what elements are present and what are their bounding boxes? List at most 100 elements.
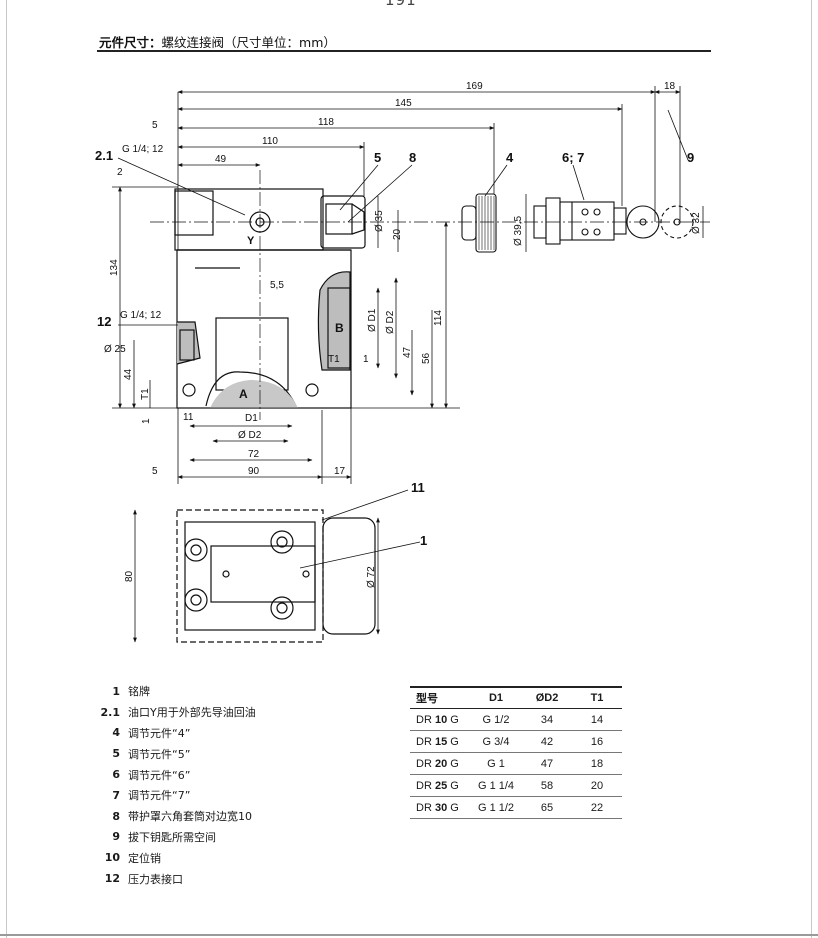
dim-18: 18 bbox=[664, 81, 676, 92]
dim-118: 118 bbox=[318, 117, 334, 128]
port-a-window bbox=[215, 317, 289, 391]
cell-d1: G 1 bbox=[470, 752, 522, 775]
dim-d1: Ø D1 bbox=[367, 308, 378, 332]
leader-9 bbox=[667, 109, 689, 161]
port-b-bore bbox=[327, 287, 351, 369]
table-row: DR 25 G G 1 1/4 58 20 bbox=[410, 774, 622, 797]
dim-56: 56 bbox=[421, 352, 432, 364]
adjust-cap-inner bbox=[325, 203, 353, 235]
spec-table: 型号 D1 ØD2 T1 DR 10 G G 1/2 34 14 DR 15 G… bbox=[410, 686, 622, 819]
port-a-cut bbox=[205, 371, 297, 407]
technical-drawing: 169 145 118 110 49 18 5 5 2 5,5 Ø 25 G 1… bbox=[95, 81, 710, 643]
dim-t1-left: T1 bbox=[140, 388, 151, 400]
legend-item: 10 定位销 bbox=[92, 847, 392, 868]
dim-47: 47 bbox=[402, 346, 413, 358]
page-title: 元件尺寸：螺纹连接阀（尺寸单位：mm） bbox=[99, 32, 336, 51]
cell-t1: 22 bbox=[572, 796, 622, 819]
dim-5-5: 5,5 bbox=[270, 280, 284, 291]
legend-num: 6 bbox=[112, 768, 120, 782]
legend-text: 调节元件“5” bbox=[128, 747, 191, 761]
page-number: 191 bbox=[385, 0, 417, 9]
legend-text: 调节元件“6” bbox=[128, 768, 191, 782]
legend-text: 油口Y用于外部先导油回油 bbox=[128, 706, 256, 720]
legend-item: 6 调节元件“6” bbox=[92, 764, 392, 785]
legend-num: 8 bbox=[112, 809, 120, 823]
cell-d1: G 1/2 bbox=[470, 708, 522, 731]
callout-1: 1 bbox=[420, 533, 427, 548]
callout-9: 9 bbox=[687, 150, 694, 165]
dim-g14-left: G 1/4; 12 bbox=[120, 310, 162, 321]
legend-text: 定位销 bbox=[128, 851, 161, 865]
callout-5: 5 bbox=[374, 150, 381, 165]
top-view bbox=[133, 509, 380, 643]
callout-12: 12 bbox=[97, 314, 111, 329]
dim-11: 11 bbox=[183, 412, 194, 423]
dim-2: 2 bbox=[117, 167, 123, 178]
dim-d2-bottom: Ø D2 bbox=[238, 430, 262, 441]
dim-t1-right: T1 bbox=[328, 354, 340, 365]
cell-t1: 16 bbox=[572, 730, 622, 753]
dim-39-5: Ø 39,5 bbox=[513, 216, 524, 246]
col-header-d1: D1 bbox=[470, 686, 522, 709]
dim-5-bottom: 5 bbox=[152, 466, 158, 477]
leader-2-1 bbox=[117, 157, 246, 216]
cell-d2: 65 bbox=[522, 796, 572, 819]
cell-t1: 14 bbox=[572, 708, 622, 731]
cell-d1: G 3/4 bbox=[470, 730, 522, 753]
front-view bbox=[174, 188, 366, 409]
legend-num: 10 bbox=[104, 851, 120, 865]
dim-35: Ø 35 bbox=[374, 210, 385, 232]
port-a-label: A bbox=[239, 387, 248, 401]
legend-num: 1 bbox=[112, 684, 120, 698]
leader-5 bbox=[339, 164, 379, 211]
port-b-cut bbox=[317, 271, 351, 371]
cell-d1: G 1 1/2 bbox=[470, 796, 522, 819]
dim-32: Ø 32 bbox=[691, 212, 702, 234]
callout-6-7: 6; 7 bbox=[562, 150, 584, 165]
leader-4 bbox=[484, 164, 508, 197]
cell-model: DR 30 G bbox=[410, 796, 470, 819]
dim-1-right: 1 bbox=[363, 354, 369, 365]
callout-2-1: 2.1 bbox=[95, 148, 113, 163]
dim-49: 49 bbox=[215, 154, 227, 165]
legend-text: 调节元件“4” bbox=[128, 726, 191, 740]
dim-72: 72 bbox=[248, 449, 260, 460]
cell-model: DR 25 G bbox=[410, 774, 470, 797]
dim-90: 90 bbox=[248, 466, 260, 477]
table-row: DR 30 G G 1 1/2 65 22 bbox=[410, 796, 622, 819]
dim-145: 145 bbox=[395, 98, 412, 109]
legend-text: 带护罩六角套筒对边宽10 bbox=[128, 810, 252, 824]
pilot-head-left bbox=[174, 190, 214, 236]
callout-8: 8 bbox=[409, 150, 416, 165]
port-y-label: Y bbox=[247, 235, 255, 247]
table-row: DR 20 G G 1 47 18 bbox=[410, 752, 622, 775]
page-title-rest: 螺纹连接阀（尺寸单位：mm） bbox=[161, 35, 336, 50]
cell-d2: 47 bbox=[522, 752, 572, 775]
leader-8 bbox=[347, 164, 413, 223]
dim-1-left: 1 bbox=[141, 418, 152, 424]
legend-num: 5 bbox=[112, 747, 120, 761]
dim-17: 17 bbox=[334, 466, 346, 477]
key-head-b bbox=[660, 205, 694, 239]
dim-5-top: 5 bbox=[152, 120, 158, 131]
leader-6-7 bbox=[572, 164, 585, 201]
dim-110: 110 bbox=[262, 136, 278, 147]
cell-t1: 18 bbox=[572, 752, 622, 775]
dim-d1-bottom: D1 bbox=[245, 413, 258, 424]
legend-num: 4 bbox=[112, 726, 120, 740]
legend-num: 12 bbox=[104, 872, 120, 886]
key-head-a bbox=[626, 205, 660, 239]
legend-text: 拔下钥匙所需空间 bbox=[128, 830, 216, 844]
col-header-t1: T1 bbox=[572, 686, 622, 709]
gauge-port-bore bbox=[179, 329, 195, 361]
dim-80: 80 bbox=[124, 570, 135, 582]
legend-text: 铭牌 bbox=[128, 685, 150, 699]
cell-model: DR 15 G bbox=[410, 730, 470, 753]
cell-d1: G 1 1/4 bbox=[470, 774, 522, 797]
dim-25: Ø 25 bbox=[104, 344, 126, 355]
spec-table-header: 型号 D1 ØD2 T1 bbox=[410, 686, 622, 709]
